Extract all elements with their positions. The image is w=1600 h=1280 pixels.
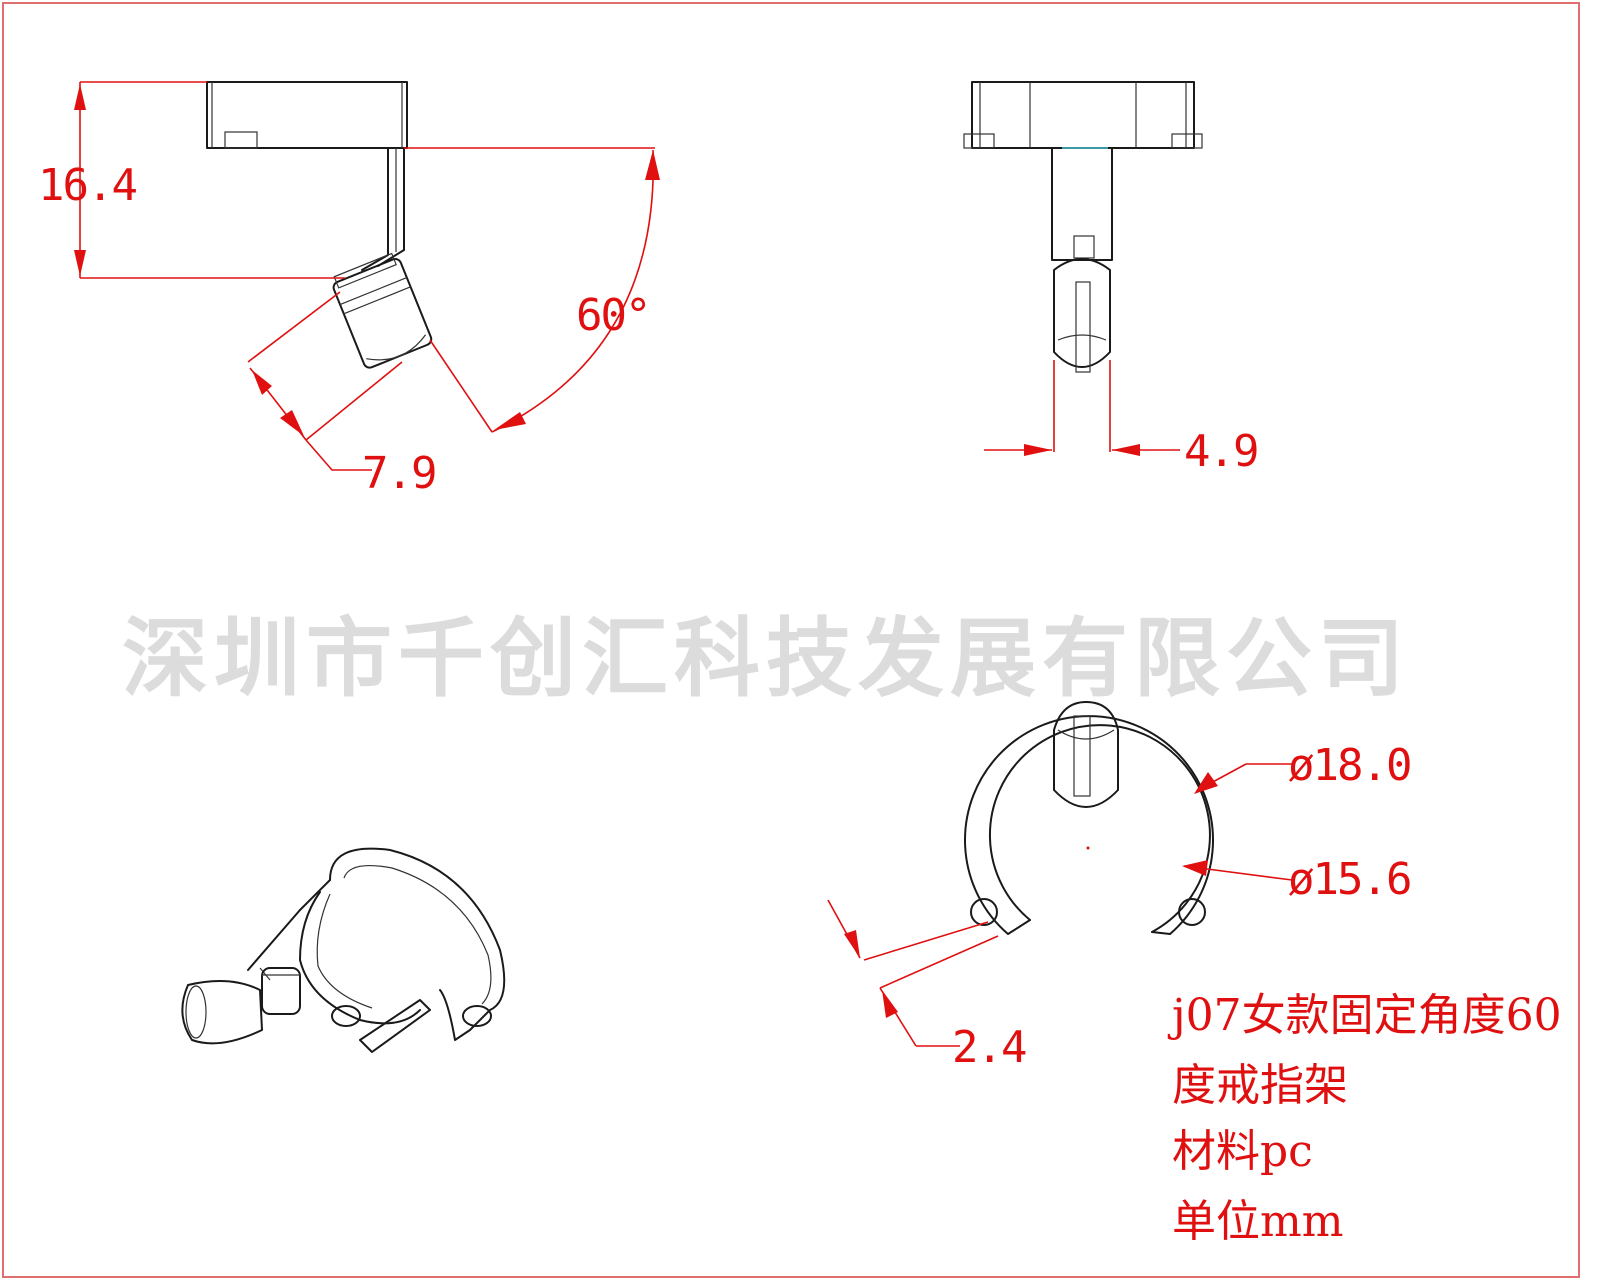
isometric-view [181, 847, 506, 1053]
side-view: 16.4 60° 7.9 [38, 81, 660, 499]
company-watermark: 深圳市千创汇科技发展有限公司 [122, 609, 1410, 709]
front-view: 4.9 [963, 81, 1259, 477]
outer-diameter-label: ø18.0 [1288, 740, 1410, 791]
notes-block: j07女款固定角度60 度戒指架 材料pc 单位mm [1167, 990, 1562, 1247]
note-title-line1: j07女款固定角度60 [1167, 990, 1562, 1041]
top-view-part [964, 701, 1214, 935]
front-view-dimensions: 4.9 [984, 360, 1259, 477]
side-view-dimensions: 16.4 60° 7.9 [38, 81, 660, 499]
inner-diameter-label: ø15.6 [1288, 854, 1410, 905]
top-view-dimensions: ø18.0 ø15.6 2.4 [827, 740, 1412, 1073]
side-width-label: 7.9 [362, 448, 435, 499]
note-title-line2: 度戒指架 [1172, 1060, 1348, 1111]
note-material: 材料pc [1172, 1126, 1313, 1177]
top-view: ø18.0 ø15.6 2.4 [827, 701, 1412, 1073]
side-angle-label: 60° [576, 290, 649, 341]
front-view-part [963, 81, 1203, 373]
note-unit: 单位mm [1172, 1196, 1343, 1247]
side-view-part [206, 81, 433, 369]
side-height-label: 16.4 [38, 160, 136, 211]
thickness-label: 2.4 [952, 1022, 1026, 1073]
front-width-label: 4.9 [1184, 426, 1257, 477]
